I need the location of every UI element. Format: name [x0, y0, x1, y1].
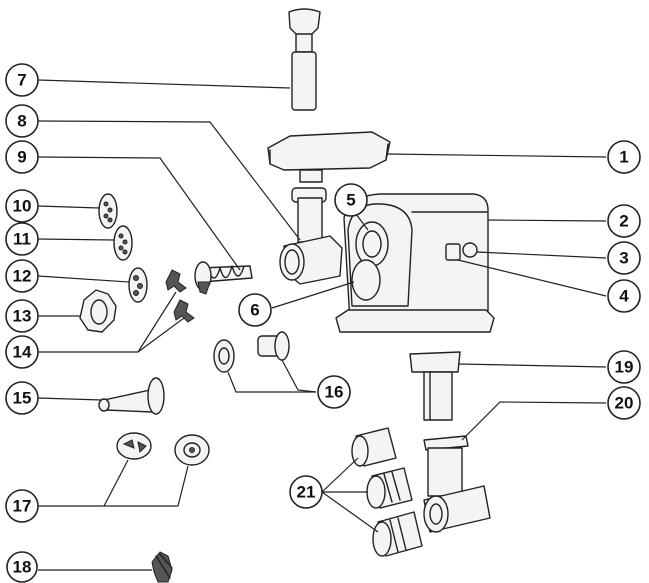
svg-text:15: 15 — [13, 389, 32, 408]
callout-6: 6 — [238, 293, 272, 327]
callout-15: 15 — [5, 381, 39, 415]
svg-text:7: 7 — [17, 71, 26, 90]
callout-20: 20 — [607, 386, 641, 420]
svg-text:17: 17 — [13, 497, 32, 516]
callout-12: 12 — [5, 259, 39, 293]
svg-text:18: 18 — [13, 558, 32, 577]
svg-text:11: 11 — [13, 230, 31, 249]
callout-18: 18 — [6, 551, 38, 583]
callout-10: 10 — [5, 189, 39, 223]
svg-text:9: 9 — [17, 148, 26, 167]
callout-19: 19 — [607, 350, 641, 384]
callout-4: 4 — [607, 279, 641, 313]
part-11-plate — [113, 225, 133, 261]
part-1-tray — [267, 131, 391, 183]
callout-11: 11 — [5, 222, 39, 256]
svg-text:21: 21 — [297, 483, 316, 502]
part-7-pusher — [288, 8, 321, 111]
leader-lines — [37, 79, 607, 571]
motor-housing — [335, 193, 495, 333]
part-17-discs — [116, 432, 210, 466]
part-14-blades — [165, 269, 195, 323]
callout-17: 17 — [5, 489, 39, 523]
svg-text:20: 20 — [615, 394, 634, 413]
svg-text:12: 12 — [13, 267, 32, 286]
svg-text:8: 8 — [17, 112, 26, 131]
svg-text:16: 16 — [325, 383, 344, 402]
svg-text:4: 4 — [619, 287, 629, 306]
svg-text:6: 6 — [250, 301, 259, 320]
svg-text:2: 2 — [619, 212, 628, 231]
callout-21: 21 — [289, 475, 323, 509]
callout-3: 3 — [607, 241, 641, 275]
svg-text:13: 13 — [13, 307, 32, 326]
part-10-plate — [98, 193, 118, 229]
callout-9: 9 — [5, 140, 39, 174]
svg-text:1: 1 — [619, 148, 628, 167]
part-20-slicer-housing — [423, 435, 491, 533]
part-12-plate — [128, 267, 148, 303]
callout-16: 16 — [317, 375, 351, 409]
part-15-sausage-nozzle — [98, 377, 165, 415]
callout-14: 14 — [5, 335, 39, 369]
callout-13: 13 — [5, 299, 39, 333]
svg-text:14: 14 — [13, 343, 32, 362]
callout-1: 1 — [607, 140, 641, 174]
svg-text:19: 19 — [615, 358, 634, 377]
callout-8: 8 — [5, 104, 39, 138]
svg-text:3: 3 — [619, 249, 628, 268]
svg-text:5: 5 — [346, 191, 355, 210]
svg-text:10: 10 — [13, 197, 32, 216]
part-9-auger — [194, 261, 253, 295]
callout-7: 7 — [5, 63, 39, 97]
switch-4 — [445, 243, 461, 261]
part-21-drums — [351, 427, 423, 557]
part-13-ring-nut — [79, 289, 117, 333]
part-8-grinding-head — [279, 187, 343, 285]
part-18-accessory — [151, 551, 173, 583]
button-3 — [462, 242, 478, 258]
part-16-kubbe-set — [213, 331, 290, 373]
part-19-pusher — [409, 351, 461, 421]
callout-2: 2 — [607, 204, 641, 238]
callout-5: 5 — [334, 183, 368, 217]
